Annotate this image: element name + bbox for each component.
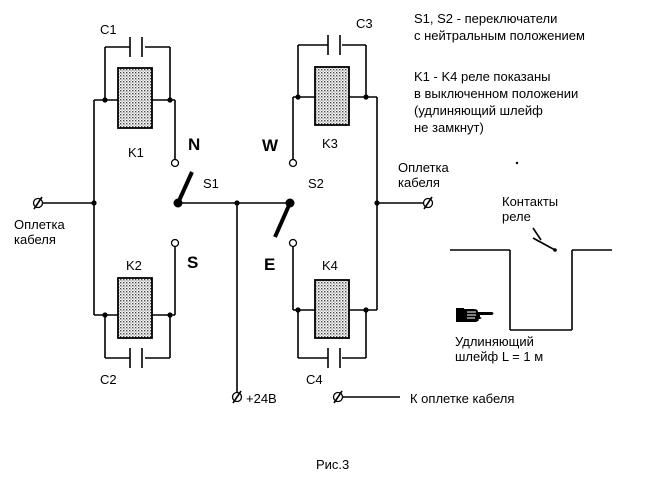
pointing-hand-icon [456,308,494,322]
right-bridge [292,35,428,368]
note-line-1: S1, S2 - переключатели [414,11,557,26]
label-position-w: W [262,136,279,155]
label-c2: C2 [100,372,117,387]
label-power: +24В [246,391,277,406]
label-c4: C4 [306,372,323,387]
cable-terminal-left [32,196,44,210]
extension-loop-inset [450,227,612,331]
cable-terminal-right [422,196,434,210]
label-k2: K2 [126,258,142,273]
label-c1: C1 [100,22,117,37]
relay-k3-coil [314,66,350,126]
label-cable-left-2: кабеля [14,232,56,247]
note-line-2: с нейтральным положением [414,28,585,43]
center-wiring [178,200,400,404]
label-cable-right-1: Оплетка [398,160,449,175]
label-s2: S2 [308,176,324,191]
label-k4: K4 [322,258,338,273]
label-to-cable: К оплетке кабеля [410,391,514,406]
label-k1: K1 [128,145,144,160]
label-relay-contacts-1: Контакты [502,194,558,209]
label-cable-left-1: Оплетка [14,217,65,232]
relay-k2-coil [117,277,153,339]
label-c3: C3 [356,16,373,31]
label-s1: S1 [203,176,219,191]
label-extension-loop-1: Удлиняющий [455,334,534,349]
note-line-6: не замкнут) [414,120,484,135]
relay-k1-coil [117,67,153,129]
switch-s1 [170,158,194,248]
stray-dot [515,161,519,165]
switch-s2 [273,158,298,248]
label-cable-right-2: кабеля [398,175,440,190]
label-relay-contacts-2: реле [502,209,531,224]
label-extension-loop-2: шлейф L = 1 м [455,349,543,364]
note-line-3: K1 - K4 реле показаны [414,69,550,84]
left-bridge [38,37,176,368]
note-line-5: (удлиняющий шлейф [414,103,543,118]
relay-k4-coil [314,279,350,339]
label-k3: K3 [322,136,338,151]
label-position-s: S [187,253,198,272]
note-line-4: в выключенном положении [414,86,578,101]
label-position-n: N [188,135,200,154]
label-position-e: E [264,255,275,274]
figure-caption: Рис.3 [316,457,349,472]
